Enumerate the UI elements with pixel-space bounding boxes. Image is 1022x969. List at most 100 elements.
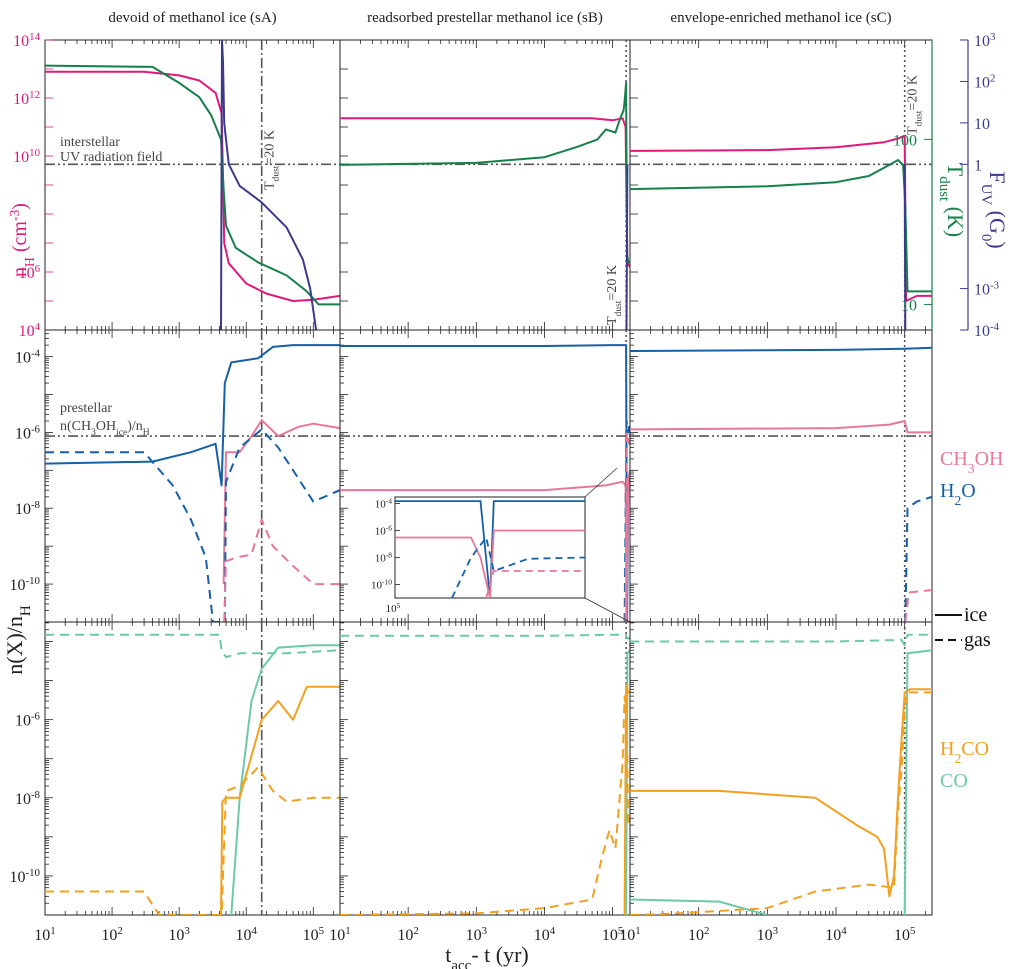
- panel-0-bot: [44, 621, 341, 916]
- series-group: [340, 344, 630, 622]
- legend-h2co: H2CO: [940, 738, 989, 766]
- panel-1-mid: [339, 329, 631, 623]
- uv-field-label: UV radiation field: [60, 150, 162, 165]
- series-H2O-gas: [45, 428, 340, 622]
- series-group: [45, 40, 340, 330]
- inset-connector: [584, 597, 631, 623]
- tdust-tick-label: 100: [893, 132, 917, 149]
- series-H2O-gas: [904, 495, 932, 622]
- x-tick-label: 103: [168, 925, 190, 944]
- panel-frame: [339, 621, 631, 916]
- tdust-tick-label: 10: [901, 297, 917, 314]
- inset-series-H2O-ice: [395, 500, 585, 598]
- tdust-20k-label: Tdust=20 K: [605, 265, 624, 325]
- legend-gas-label: gas: [964, 629, 991, 651]
- tdust-20k-label: Tdust=20 K: [906, 75, 925, 135]
- x-tick-label: 102: [688, 925, 709, 944]
- panels: Tdust=20 K 101 102 103 104 105 interstellarUV …: [34, 39, 933, 944]
- panel-2-top: [629, 39, 933, 331]
- abundance-axis-label: n(X)/nH: [2, 605, 34, 675]
- fuv-tick-label: 10: [974, 116, 990, 133]
- fuv-axis-label: FUV (G0): [978, 171, 1010, 248]
- series-CO-ice: [630, 898, 768, 915]
- series-group: [45, 633, 340, 915]
- series-CO-gas: [45, 633, 340, 659]
- mid-tick-label: 10-4: [15, 348, 41, 367]
- x-tick-label: 104: [236, 925, 258, 944]
- series-FUV: [625, 164, 629, 330]
- bot-tick-label: 10-10: [10, 867, 41, 886]
- inset-connector: [584, 467, 618, 498]
- series-H2CO-gas: [45, 766, 340, 915]
- series-CH3OH-gas: [624, 431, 630, 622]
- x-tick-label: 105: [602, 925, 624, 944]
- inset-y-tick-label: 10-4: [375, 496, 392, 511]
- series-nH: [340, 117, 630, 268]
- x-tick-label: 101: [619, 925, 640, 944]
- series-group: [630, 134, 932, 330]
- inset-series-H2O-gas: [451, 535, 585, 598]
- series-H2CO-gas: [340, 695, 630, 915]
- x-tick-label: 101: [329, 925, 350, 944]
- series-H2O-ice: [45, 344, 340, 487]
- inset-y-tick-label: 10-6: [375, 523, 392, 538]
- series-CO-gas: [340, 633, 630, 640]
- series-group: [45, 344, 340, 622]
- x-tick-label: 101: [34, 925, 55, 944]
- x-axis-label: tacc- t (yr): [445, 942, 528, 969]
- series-group: [340, 633, 630, 915]
- legend-co: CO: [940, 770, 968, 792]
- series-H2CO-ice: [220, 685, 340, 915]
- panel-title-1: readsorbed prestellar methanol ice (sB): [367, 10, 603, 26]
- panel-1-bot: [339, 621, 631, 916]
- panel-0-top: [44, 39, 341, 331]
- inset-series-CH3OH-ice: [395, 529, 585, 598]
- panel-frame: [629, 329, 933, 623]
- panel-frame: [339, 39, 631, 331]
- mid-tick-label: 10-8: [15, 499, 41, 518]
- nH-axis-label: nH (cm-3): [7, 203, 37, 277]
- legend-ice-label: ice: [964, 604, 987, 626]
- series-FUV: [220, 40, 318, 330]
- series-H2CO-gas: [630, 691, 932, 915]
- panel-2-mid: [629, 329, 933, 623]
- panel-title-2: envelope-enriched methanol ice (sC): [670, 10, 891, 26]
- inset-y-tick-label: 10-8: [375, 550, 392, 565]
- fuv-tick-label: 10-4: [974, 321, 1000, 340]
- series-group: [630, 633, 932, 915]
- nH-tick-label: 104: [19, 321, 41, 340]
- series-group: [630, 346, 932, 622]
- inset-y-tick-label: 10-10: [371, 577, 392, 592]
- series-group: [340, 81, 630, 330]
- x-tick-label: 105: [303, 925, 325, 944]
- series-FUV: [903, 164, 907, 330]
- series-CH3OH-gas: [904, 589, 932, 622]
- nH-tick-label: 1014: [13, 31, 40, 50]
- series-CO-gas: [630, 633, 932, 647]
- panel-frame: [629, 621, 933, 916]
- series-Tdust: [340, 81, 630, 264]
- nH-tick-label: 1010: [13, 147, 40, 166]
- interstellar-label: interstellar: [60, 135, 120, 150]
- inset-series-CH3OH-gas: [485, 570, 585, 598]
- panel-frame: [44, 39, 341, 331]
- series-CH3OH-ice: [340, 470, 630, 622]
- panel-2-bot: [629, 621, 933, 916]
- panel-frame: [44, 621, 341, 916]
- x-tick-label: 104: [534, 925, 556, 944]
- x-tick-label: 102: [397, 925, 418, 944]
- series-CH3OH-gas: [223, 518, 340, 622]
- tdust-axis-label: Tdust (K): [936, 163, 968, 237]
- mid-tick-label: 10-10: [10, 575, 41, 594]
- fuv-tick-label: 1: [974, 157, 982, 174]
- legend-h2o: H2O: [940, 480, 976, 508]
- nH-tick-label: 106: [19, 263, 41, 282]
- tdust-20k-label: Tdust=20 K: [263, 130, 282, 190]
- x-tick-label: 104: [825, 925, 847, 944]
- series-CH3OH-ice: [222, 419, 340, 585]
- panel-titles: devoid of methanol ice (sA)readsorbed pr…: [108, 10, 891, 26]
- series-nH: [45, 70, 340, 302]
